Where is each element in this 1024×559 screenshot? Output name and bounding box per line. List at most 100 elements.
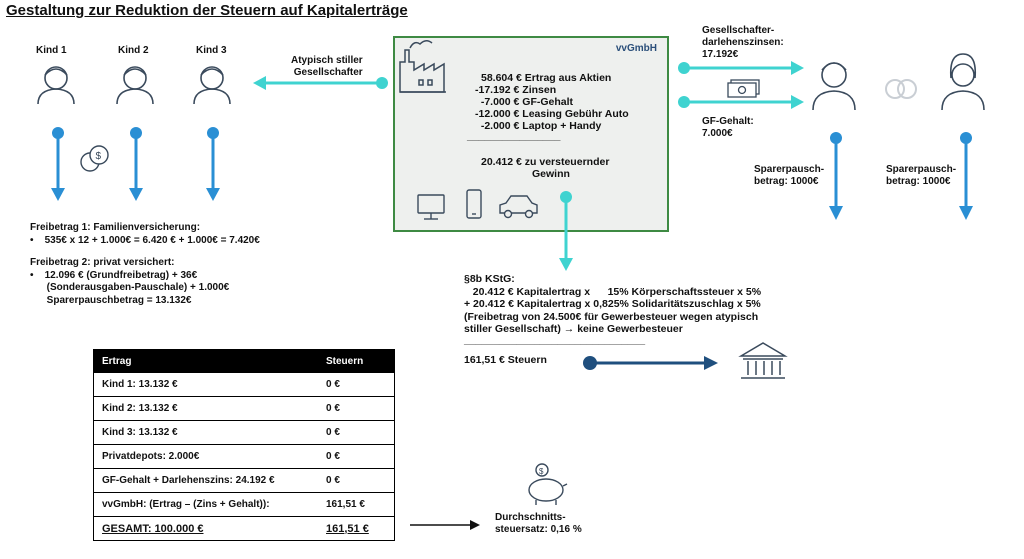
average-rate-label: Durchschnitts- steuersatz: 0,16 % — [495, 512, 582, 536]
kstg-line-3: + 20.412 € Kapitalertrag x 0,825% Solida… — [464, 298, 761, 310]
monitor-icon — [417, 194, 445, 220]
loan-interest-line-3: 17.192€ — [702, 49, 739, 60]
company-line-2: -17.192 € Zinsen — [475, 84, 557, 96]
shareholder-woman-icon — [941, 53, 985, 111]
allowance-line-5: • 12.096 € (Grundfreibetrag) + 36€ — [30, 269, 198, 281]
average-rate-line-2: steuersatz: 0,16 % — [495, 524, 582, 535]
allowance-block: Freibetrag 1: Familienversicherung: • 53… — [30, 222, 260, 307]
child-2-arrow — [129, 127, 143, 201]
saver-allowance-2: Sparerpausch- betrag: 1000€ — [886, 164, 956, 188]
table-row: vvGmbH: (Ertrag – (Zins + Gehalt)): 161,… — [93, 492, 395, 517]
child-1-arrow — [51, 127, 65, 201]
svg-text:$: $ — [539, 467, 544, 476]
gf-salary-line-1: GF-Gehalt: — [702, 116, 754, 127]
kstg-line-2: 20.412 € Kapitalertrag x 15% Körperschaf… — [464, 285, 762, 298]
table-row: Kind 3: 13.132 € 0 € — [93, 420, 395, 445]
gf-salary-arrow — [678, 95, 804, 109]
allowance-line-7: Sparerpauschbetrag = 13.132€ — [30, 294, 192, 306]
bank-icon — [738, 342, 788, 379]
child-1-icon — [37, 66, 75, 105]
company-line-1: 58.604 € Ertrag aus Aktien — [481, 72, 612, 84]
total-to-rate-arrow — [410, 520, 480, 530]
company-line-7: Gewinn — [532, 168, 570, 180]
row-5-tax: 0 € — [318, 468, 395, 493]
total-revenue: GESAMT: 100.000 € — [93, 516, 318, 541]
header-revenue: Ertrag — [93, 349, 318, 373]
allowance-line-2: • 535€ x 12 + 1.000€ = 6.420 € + 1.000€ … — [30, 234, 260, 246]
kstg-block: §8b KStG: 20.412 € Kapitalertrag x 15% K… — [464, 273, 761, 366]
child-2-icon — [116, 66, 154, 105]
company-box: vvGmbH 58.604 € Ertrag aus Aktien -17.19… — [393, 36, 669, 232]
saver-allowance-2-line-1: Sparerpausch- — [886, 164, 957, 175]
kstg-line-5: stiller Gesellschaft) → keine Gewerbeste… — [464, 323, 683, 335]
car-icon — [499, 195, 538, 219]
tax-table: Ertrag Steuern Kind 1: 13.132 € 0 € Kind… — [93, 349, 395, 541]
svg-text:$: $ — [96, 151, 102, 162]
child-3-icon — [193, 66, 231, 105]
atypical-partner-label: Atypisch stiller Gesellschafter — [291, 55, 363, 79]
row-3-tax: 0 € — [318, 420, 395, 445]
table-row: Kind 2: 13.132 € 0 € — [93, 396, 395, 421]
atypical-partner-line-2: Gesellschafter — [293, 67, 363, 78]
company-line-6: 20.412 € zu versteuernder — [481, 156, 610, 168]
piggy-bank-icon: $ — [528, 463, 568, 505]
taxes-to-bank-arrow — [583, 356, 718, 370]
row-5-revenue: GF-Gehalt + Darlehenszins: 24.192 € — [93, 468, 318, 493]
row-4-tax: 0 € — [318, 444, 395, 469]
company-to-kstg-arrow — [559, 191, 573, 271]
header-taxes: Steuern — [318, 349, 395, 373]
table-header-row: Ertrag Steuern — [93, 349, 395, 373]
gf-salary-label: GF-Gehalt: 7.000€ — [702, 116, 754, 140]
child-3-arrow — [206, 127, 220, 201]
table-row: Privatdepots: 2.000€ 0 € — [93, 444, 395, 469]
kstg-line-4: (Freibetrag von 24.500€ für Gewerbesteue… — [464, 310, 759, 323]
factory-icon — [399, 40, 446, 93]
company-name: vvGmbH — [615, 43, 657, 54]
allowance-line-1: Freibetrag 1: Familienversicherung: — [30, 222, 201, 233]
child-label-1: Kind 1 — [36, 45, 67, 56]
saver-allowance-2-line-2: betrag: 1000€ — [886, 176, 951, 187]
row-6-revenue: vvGmbH: (Ertrag – (Zins + Gehalt)): — [93, 492, 318, 517]
man-saver-arrow — [829, 132, 843, 220]
total-tax: 161,51 € — [318, 516, 395, 541]
coins-icon: $ — [80, 145, 109, 172]
atypical-partner-line-1: Atypisch stiller — [291, 55, 363, 66]
table-total-row: GESAMT: 100.000 € 161,51 € — [93, 516, 395, 541]
kstg-line-1: §8b KStG: — [464, 273, 515, 285]
allowance-line-6: (Sonderausgaben-Pauschale) + 1.000€ — [30, 282, 230, 293]
shareholder-man-icon — [812, 62, 856, 111]
saver-allowance-1-line-1: Sparerpausch- — [754, 164, 825, 175]
table-row: Kind 1: 13.132 € 0 € — [93, 372, 395, 397]
table-row: GF-Gehalt + Darlehenszins: 24.192 € 0 € — [93, 468, 395, 493]
company-line-3: -7.000 € GF-Gehalt — [475, 96, 574, 108]
woman-saver-arrow — [959, 132, 973, 220]
loan-interest-arrow — [678, 61, 804, 75]
loan-interest-line-2: darlehenszinsen: — [702, 37, 784, 48]
saver-allowance-1: Sparerpausch- betrag: 1000€ — [754, 164, 824, 188]
page-title: Gestaltung zur Reduktion der Steuern auf… — [6, 2, 408, 19]
kstg-taxes: 161,51 € Steuern — [464, 353, 547, 366]
wedding-rings-icon — [885, 79, 917, 99]
loan-interest-line-1: Gesellschafter- — [702, 25, 775, 36]
row-6-tax: 161,51 € — [318, 492, 395, 517]
row-1-tax: 0 € — [318, 372, 395, 397]
child-label-2: Kind 2 — [118, 45, 149, 56]
company-line-5: -2.000 € Laptop + Handy — [475, 120, 602, 132]
average-rate-line-1: Durchschnitts- — [495, 512, 566, 523]
gf-salary-line-2: 7.000€ — [702, 128, 733, 139]
row-1-revenue: Kind 1: 13.132 € — [93, 372, 318, 397]
cash-icon — [727, 79, 760, 98]
phone-icon — [466, 189, 482, 219]
loan-interest-label: Gesellschafter- darlehenszinsen: 17.192€ — [702, 25, 784, 61]
kstg-separator: _______________________________ — [464, 333, 646, 346]
row-2-tax: 0 € — [318, 396, 395, 421]
row-2-revenue: Kind 2: 13.132 € — [93, 396, 318, 421]
company-line-4: -12.000 € Leasing Gebühr Auto — [475, 108, 629, 120]
child-label-3: Kind 3 — [196, 45, 227, 56]
saver-allowance-1-line-2: betrag: 1000€ — [754, 176, 819, 187]
allowance-line-4: Freibetrag 2: privat versichert: — [30, 257, 175, 268]
row-4-revenue: Privatdepots: 2.000€ — [93, 444, 318, 469]
row-3-revenue: Kind 3: 13.132 € — [93, 420, 318, 445]
company-separator: ________________ — [467, 130, 561, 142]
